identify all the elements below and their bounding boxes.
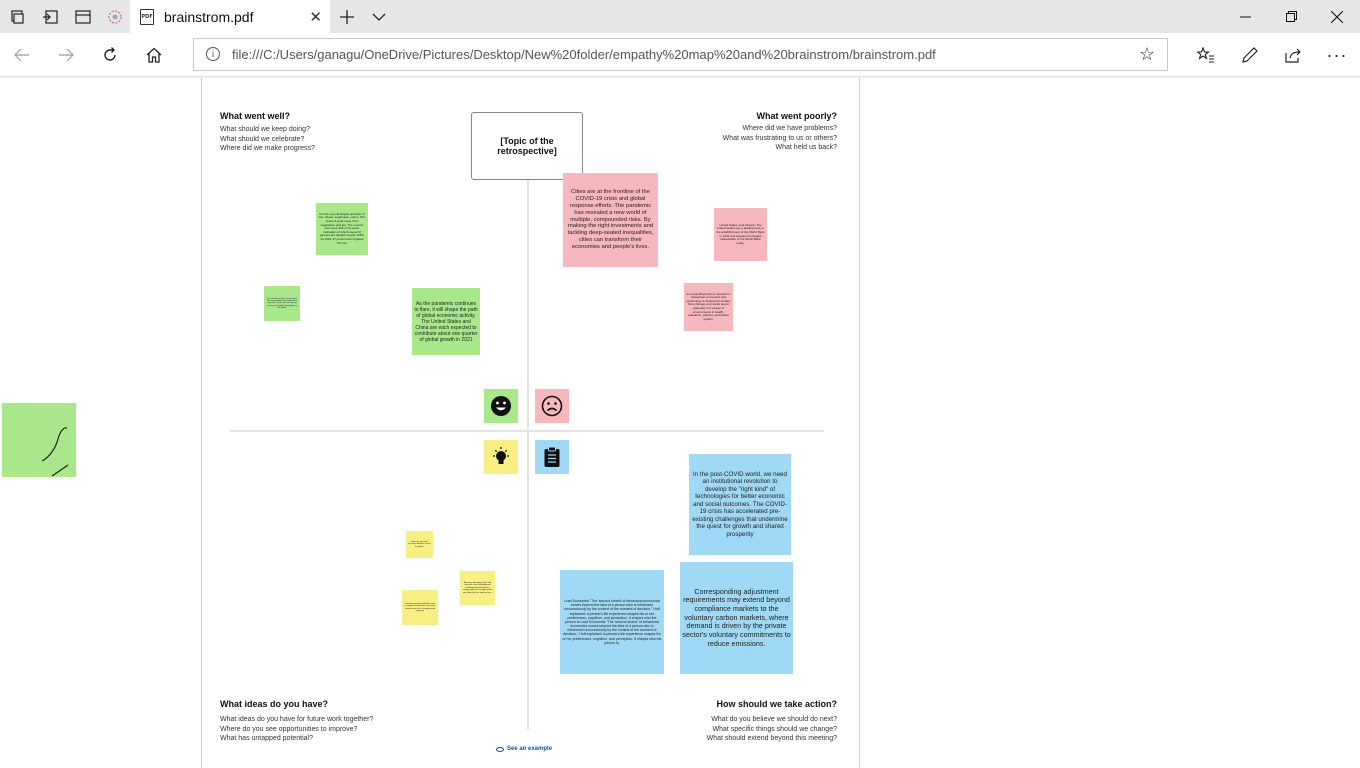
app-icon[interactable] — [98, 0, 131, 33]
sticky-note: United States: Anti-Glance: The United S… — [714, 208, 767, 261]
vertical-divider — [527, 180, 529, 730]
forward-arrow-icon[interactable] — [50, 39, 82, 71]
pdf-viewer[interactable]: What went well? What should we keep doin… — [0, 78, 1360, 768]
q1-line: What should we celebrate? — [220, 135, 305, 143]
refresh-icon[interactable] — [94, 39, 126, 71]
q4-lines: What do you believe we should do next? W… — [707, 715, 837, 744]
horizontal-divider — [230, 430, 824, 432]
q2-line: What held us back? — [775, 144, 837, 151]
q3-line: Where do you see opportunities to improv… — [220, 725, 358, 733]
see-example-label: See an example — [507, 746, 553, 752]
q1-line: What should we keep doing? — [220, 126, 310, 133]
q3-lines: What ideas do you have for future work t… — [220, 715, 373, 744]
q1-lines: What should we keep doing? What should w… — [220, 125, 315, 154]
eye-icon — [496, 746, 504, 752]
plus-icon[interactable] — [330, 0, 363, 33]
sticky-note: Corresponding adjustment requirements ma… — [680, 562, 793, 674]
close-icon[interactable]: ✕ — [309, 9, 322, 26]
smile-icon — [484, 389, 518, 423]
q4-line: What specific things should we change? — [712, 725, 837, 733]
sticky-note: Load Economist "The 'second strand' of b… — [560, 570, 664, 674]
frown-icon — [535, 389, 569, 423]
star-icon[interactable]: ☆ — [1138, 44, 1155, 64]
q4-title: How should we take action? — [716, 699, 837, 709]
navigation-bar: i file:///C:/Users/ganagu/OneDrive/Pictu… — [0, 33, 1360, 77]
back-arrow-icon[interactable] — [6, 39, 38, 71]
topic-box: [Topic of the retrospective] — [471, 112, 583, 180]
q1-line: Where did we make progress? — [220, 145, 315, 152]
info-icon[interactable]: i — [206, 47, 220, 61]
see-example-link[interactable]: See an example — [496, 746, 552, 752]
tab-bar: PDF brainstrom.pdf ✕ — [0, 0, 1360, 33]
sticky-note: In the post-COVID world, we need an inst… — [689, 454, 791, 555]
chevron-down-icon[interactable] — [362, 0, 395, 33]
sticky-note: Based on emerging trends and research ac… — [460, 571, 495, 605]
q4-line: What do you believe we should do next? — [711, 716, 837, 723]
sticky-note: Cities are at the frontline of the COVID… — [563, 173, 658, 267]
pen-icon[interactable] — [1234, 39, 1266, 71]
pdf-file-icon: PDF — [140, 8, 154, 25]
q3-title: What ideas do you have? — [220, 699, 329, 709]
minimize-icon[interactable] — [1222, 0, 1268, 33]
more-icon[interactable]: ··· — [1326, 44, 1348, 65]
home-icon[interactable] — [138, 39, 170, 71]
q2-lines: Where did we have problems? What was fru… — [723, 124, 837, 153]
sticky-note: It is a matter of policy and purpose tha… — [264, 286, 300, 321]
q2-line: Where did we have problems? — [742, 125, 837, 132]
favorites-icon[interactable] — [1190, 39, 1222, 71]
tab-actions-icon[interactable] — [0, 0, 33, 33]
sticky-note: Consider new and innovative ways to enga… — [402, 590, 438, 625]
lightbulb-icon — [484, 440, 518, 474]
share-icon[interactable] — [1277, 39, 1309, 71]
tab-title: brainstrom.pdf — [164, 8, 254, 25]
q3-line: What has untapped potential? — [220, 735, 314, 742]
sticky-note: It is the second largest producer of ric… — [316, 203, 368, 255]
q1-title: What went well? — [220, 111, 291, 121]
sticky-note: As the pandemic continues to flare, it w… — [412, 288, 480, 355]
restore-icon[interactable] — [1268, 0, 1314, 33]
sticky-note: An expanding body of research in behavio… — [684, 283, 733, 331]
sticky-note: Ideas for new and inclusive solutions ac… — [406, 531, 433, 558]
q3-line: What ideas do you have for future work t… — [220, 716, 374, 723]
close-window-icon[interactable] — [1314, 0, 1360, 33]
q4-line: What should extend beyond this meeting? — [706, 735, 837, 742]
scribble-icon — [41, 427, 69, 477]
partial-sticky-note — [2, 403, 76, 477]
set-aside-tabs-icon[interactable] — [33, 0, 66, 33]
q2-line: What was frustrating to us or others? — [722, 134, 837, 142]
clipboard-icon — [535, 440, 569, 474]
tab-preview-icon[interactable] — [66, 0, 99, 33]
pdf-page: What went well? What should we keep doin… — [201, 78, 860, 768]
url-text: file:///C:/Users/ganagu/OneDrive/Picture… — [232, 47, 936, 62]
address-bar[interactable]: i file:///C:/Users/ganagu/OneDrive/Pictu… — [193, 38, 1168, 71]
tab-brainstrom[interactable]: PDF brainstrom.pdf ✕ — [130, 0, 330, 33]
q2-title: What went poorly? — [756, 111, 838, 121]
